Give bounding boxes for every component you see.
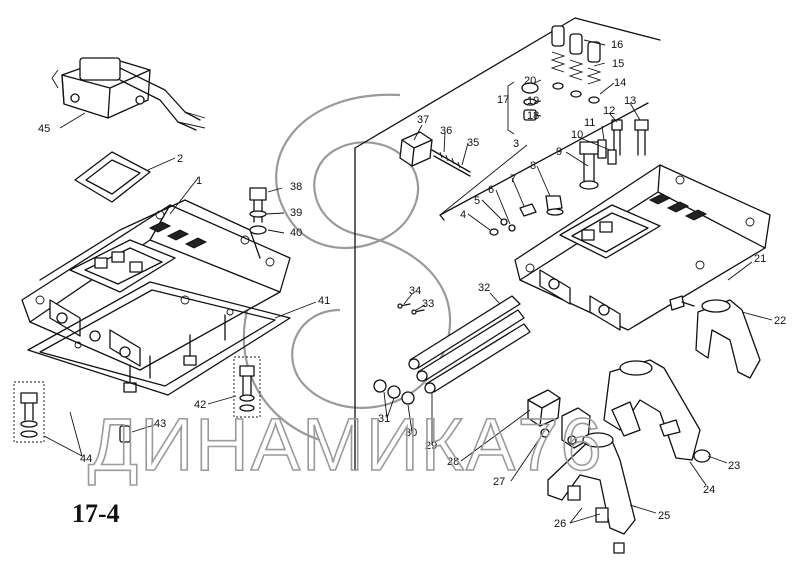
callout-labels: 1 2 3 4 5 6 7 8 9 10 11 12 13 14 15 16 1…: [38, 39, 786, 530]
callout-27: 27: [493, 476, 505, 488]
callout-22: 22: [774, 315, 786, 327]
part-7-plug: [519, 203, 537, 217]
part-8-bolt: [545, 195, 564, 216]
callout-35: 35: [467, 137, 479, 149]
callout-36: 36: [440, 125, 452, 137]
callout-43: 43: [154, 418, 166, 430]
part-4-plug: [489, 228, 499, 236]
part-29-rail-ends: [408, 358, 436, 394]
callout-7: 7: [510, 173, 516, 185]
part-12-bolt: [611, 119, 623, 156]
part-16-sleeves: [551, 25, 601, 63]
part-24-shift-fork: [603, 359, 701, 461]
part-36-35-plunger: [431, 149, 471, 177]
part-34-33-small-pins: [397, 303, 425, 315]
callout-12: 12: [603, 105, 615, 117]
figure-label: 17-4: [72, 499, 120, 528]
part-28-selector-block: [527, 389, 561, 427]
part-31-plugs: [373, 379, 401, 399]
part-11-pin: [597, 139, 607, 159]
callout-42: 42: [194, 399, 206, 411]
part-20-cap: [521, 82, 539, 94]
part-1-cover-housing: [21, 199, 291, 393]
part-2-gasket: [74, 151, 151, 203]
part-21-screw: [669, 295, 695, 311]
callout-31: 31: [378, 413, 390, 425]
callout-34: 34: [409, 285, 421, 297]
part-45-shift-housing: [51, 57, 206, 131]
callout-19: 19: [527, 95, 539, 107]
callout-25: 25: [658, 510, 670, 522]
callout-18: 18: [527, 110, 539, 122]
callout-17: 17: [497, 94, 509, 106]
callout-38: 38: [290, 181, 302, 193]
leader-lines: [43, 39, 773, 524]
part-30-plug: [401, 391, 415, 405]
callout-9: 9: [556, 146, 562, 158]
callout-8: 8: [530, 160, 536, 172]
part-22-shift-fork: [695, 299, 761, 379]
section-divider: [354, 17, 661, 471]
callout-6: 6: [488, 184, 494, 196]
callout-40: 40: [290, 227, 302, 239]
callout-44: 44: [80, 453, 92, 465]
callout-21: 21: [754, 253, 766, 265]
callout-4: 4: [460, 209, 466, 221]
callout-45: 45: [38, 123, 50, 135]
part-44-bolt-set: [13, 381, 45, 443]
part-3-upper-cover: [514, 164, 771, 331]
part-14-balls: [552, 82, 600, 104]
part-bolt-bottom: [613, 542, 625, 554]
callout-10: 10: [571, 129, 583, 141]
callout-28: 28: [447, 456, 459, 468]
callout-1: 1: [196, 175, 202, 187]
callout-37: 37: [417, 114, 429, 126]
part-42-bolt-set: [233, 356, 261, 418]
callout-20: 20: [524, 75, 536, 87]
callout-24: 24: [703, 484, 715, 496]
callout-32: 32: [478, 282, 490, 294]
part-43-dowel-pin: [119, 425, 131, 443]
callout-15: 15: [612, 58, 624, 70]
part-32-shift-rails: [409, 295, 531, 393]
part-6-ball: [508, 224, 516, 232]
part-9-bolt: [579, 141, 599, 190]
part-3-assembly-line: [439, 102, 649, 221]
callout-3: 3: [513, 138, 519, 150]
callout-23: 23: [728, 460, 740, 472]
callout-14: 14: [614, 77, 626, 89]
part-40-washer: [249, 225, 267, 235]
part-25-shift-fork: [547, 401, 641, 535]
part-39-washer: [249, 210, 267, 218]
part-37-switch-body: [399, 131, 433, 167]
callout-2: 2: [177, 153, 183, 165]
part-10-pin: [607, 149, 617, 165]
watermark-text: ДИНАМИКА76: [88, 403, 604, 486]
callout-41: 41: [318, 295, 330, 307]
callout-11: 11: [584, 117, 595, 129]
part-5-ball: [500, 218, 508, 226]
callout-26: 26: [554, 518, 566, 530]
part-15-springs: [550, 51, 602, 85]
callout-33: 33: [422, 298, 434, 310]
callout-30: 30: [405, 427, 417, 439]
callout-39: 39: [290, 207, 302, 219]
part-23-fork-pad: [693, 449, 711, 463]
callout-16: 16: [611, 39, 623, 51]
callout-5: 5: [474, 195, 480, 207]
callout-13: 13: [624, 95, 636, 107]
part-41-lower-gasket: [27, 281, 291, 396]
callout-29: 29: [425, 440, 437, 452]
part-13-bolt: [634, 119, 649, 156]
